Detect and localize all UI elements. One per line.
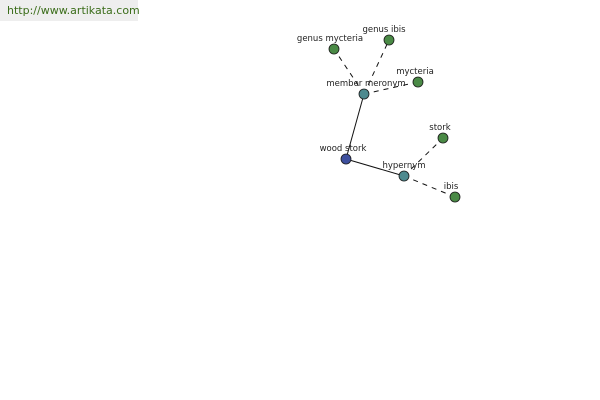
node-ibis-label: ibis: [444, 182, 459, 192]
edge-wood-stork-to-hypernym: [345, 158, 405, 177]
node-genus-mycteria[interactable]: genus mycteria: [297, 34, 363, 55]
url-banner: http://www.artikata.com: [0, 0, 140, 21]
node-mycteria-label: mycteria: [396, 67, 434, 77]
node-genus-ibis-label: genus ibis: [362, 25, 406, 35]
node-stork-label: stork: [429, 123, 450, 133]
edges-layer: [333, 39, 456, 198]
node-genus-mycteria-dot[interactable]: [328, 43, 340, 55]
site-url-link[interactable]: http://www.artikata.com: [7, 4, 140, 17]
node-member-meronym-dot[interactable]: [358, 88, 370, 100]
node-genus-ibis-dot[interactable]: [383, 34, 395, 46]
node-member-meronym-label: member meronym: [326, 79, 405, 89]
node-ibis[interactable]: ibis: [444, 182, 461, 203]
node-mycteria-dot[interactable]: [412, 76, 424, 88]
edge-wood-stork-to-member-meronym: [345, 93, 365, 160]
nodes-layer: wood stork member meronym hypernym genus my…: [297, 25, 461, 203]
node-genus-ibis[interactable]: genus ibis: [362, 25, 406, 46]
node-wood-stork[interactable]: wood stork: [320, 144, 367, 165]
node-stork[interactable]: stork: [429, 123, 451, 144]
node-stork-dot[interactable]: [437, 132, 449, 144]
node-wood-stork-dot[interactable]: [340, 153, 352, 165]
node-ibis-dot[interactable]: [449, 191, 461, 203]
node-genus-mycteria-label: genus mycteria: [297, 34, 363, 44]
node-mycteria[interactable]: mycteria: [396, 67, 434, 88]
node-hypernym[interactable]: hypernym: [382, 161, 426, 182]
node-member-meronym[interactable]: member meronym: [326, 79, 406, 100]
node-wood-stork-label: wood stork: [320, 144, 367, 154]
node-hypernym-dot[interactable]: [398, 170, 410, 182]
node-hypernym-label: hypernym: [382, 161, 425, 171]
